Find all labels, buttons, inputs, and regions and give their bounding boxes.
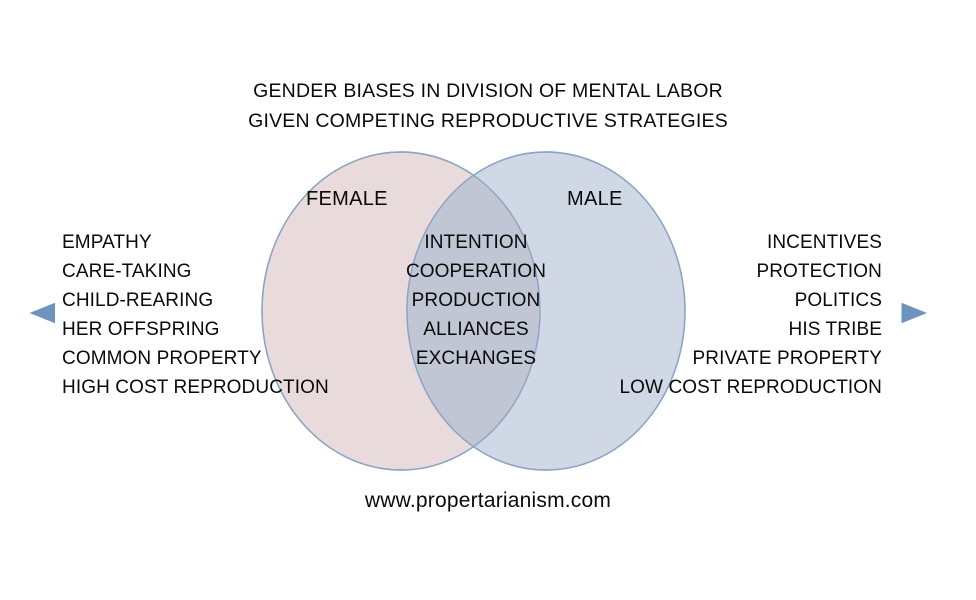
term-item: EMPATHY [62, 232, 152, 253]
female-only-term-list: EMPATHY CARE-TAKING CHILD-REARING HER OF… [62, 228, 329, 402]
term-item: HIGH COST REPRODUCTION [62, 377, 329, 398]
term-item: ALLIANCES [423, 319, 529, 340]
title-line-2: GIVEN COMPETING REPRODUCTIVE STRATEGIES [248, 110, 728, 132]
term-item: INTENTION [424, 232, 528, 253]
term-item: CHILD-REARING [62, 290, 214, 311]
term-item: PRODUCTION [411, 290, 541, 311]
set-label-male: MALE [567, 188, 623, 210]
term-item: INCENTIVES [766, 232, 882, 253]
term-item: PRIVATE PROPERTY [692, 348, 882, 369]
set-label-female: FEMALE [306, 188, 388, 210]
term-item: POLITICS [794, 290, 882, 311]
term-item: LOW COST REPRODUCTION [619, 377, 882, 398]
source-url: www.propertarianism.com [364, 489, 612, 512]
term-item: HIS TRIBE [788, 319, 882, 340]
male-only-term-list: INCENTIVES PROTECTION POLITICS HIS TRIBE… [620, 228, 883, 402]
title-line-1: GENDER BIASES IN DIVISION OF MENTAL LABO… [253, 80, 723, 102]
shared-term-list: INTENTION COOPERATION PRODUCTION ALLIANC… [383, 228, 569, 373]
term-item: CARE-TAKING [62, 261, 192, 282]
set-overlap-region [407, 152, 540, 470]
diagram-title: GENDER BIASES IN DIVISION OF MENTAL LABO… [0, 76, 976, 136]
term-item: COMMON PROPERTY [62, 348, 262, 369]
term-item: EXCHANGES [415, 348, 537, 369]
term-item: HER OFFSPRING [62, 319, 220, 340]
term-item: PROTECTION [756, 261, 882, 282]
term-item: COOPERATION [405, 261, 547, 282]
